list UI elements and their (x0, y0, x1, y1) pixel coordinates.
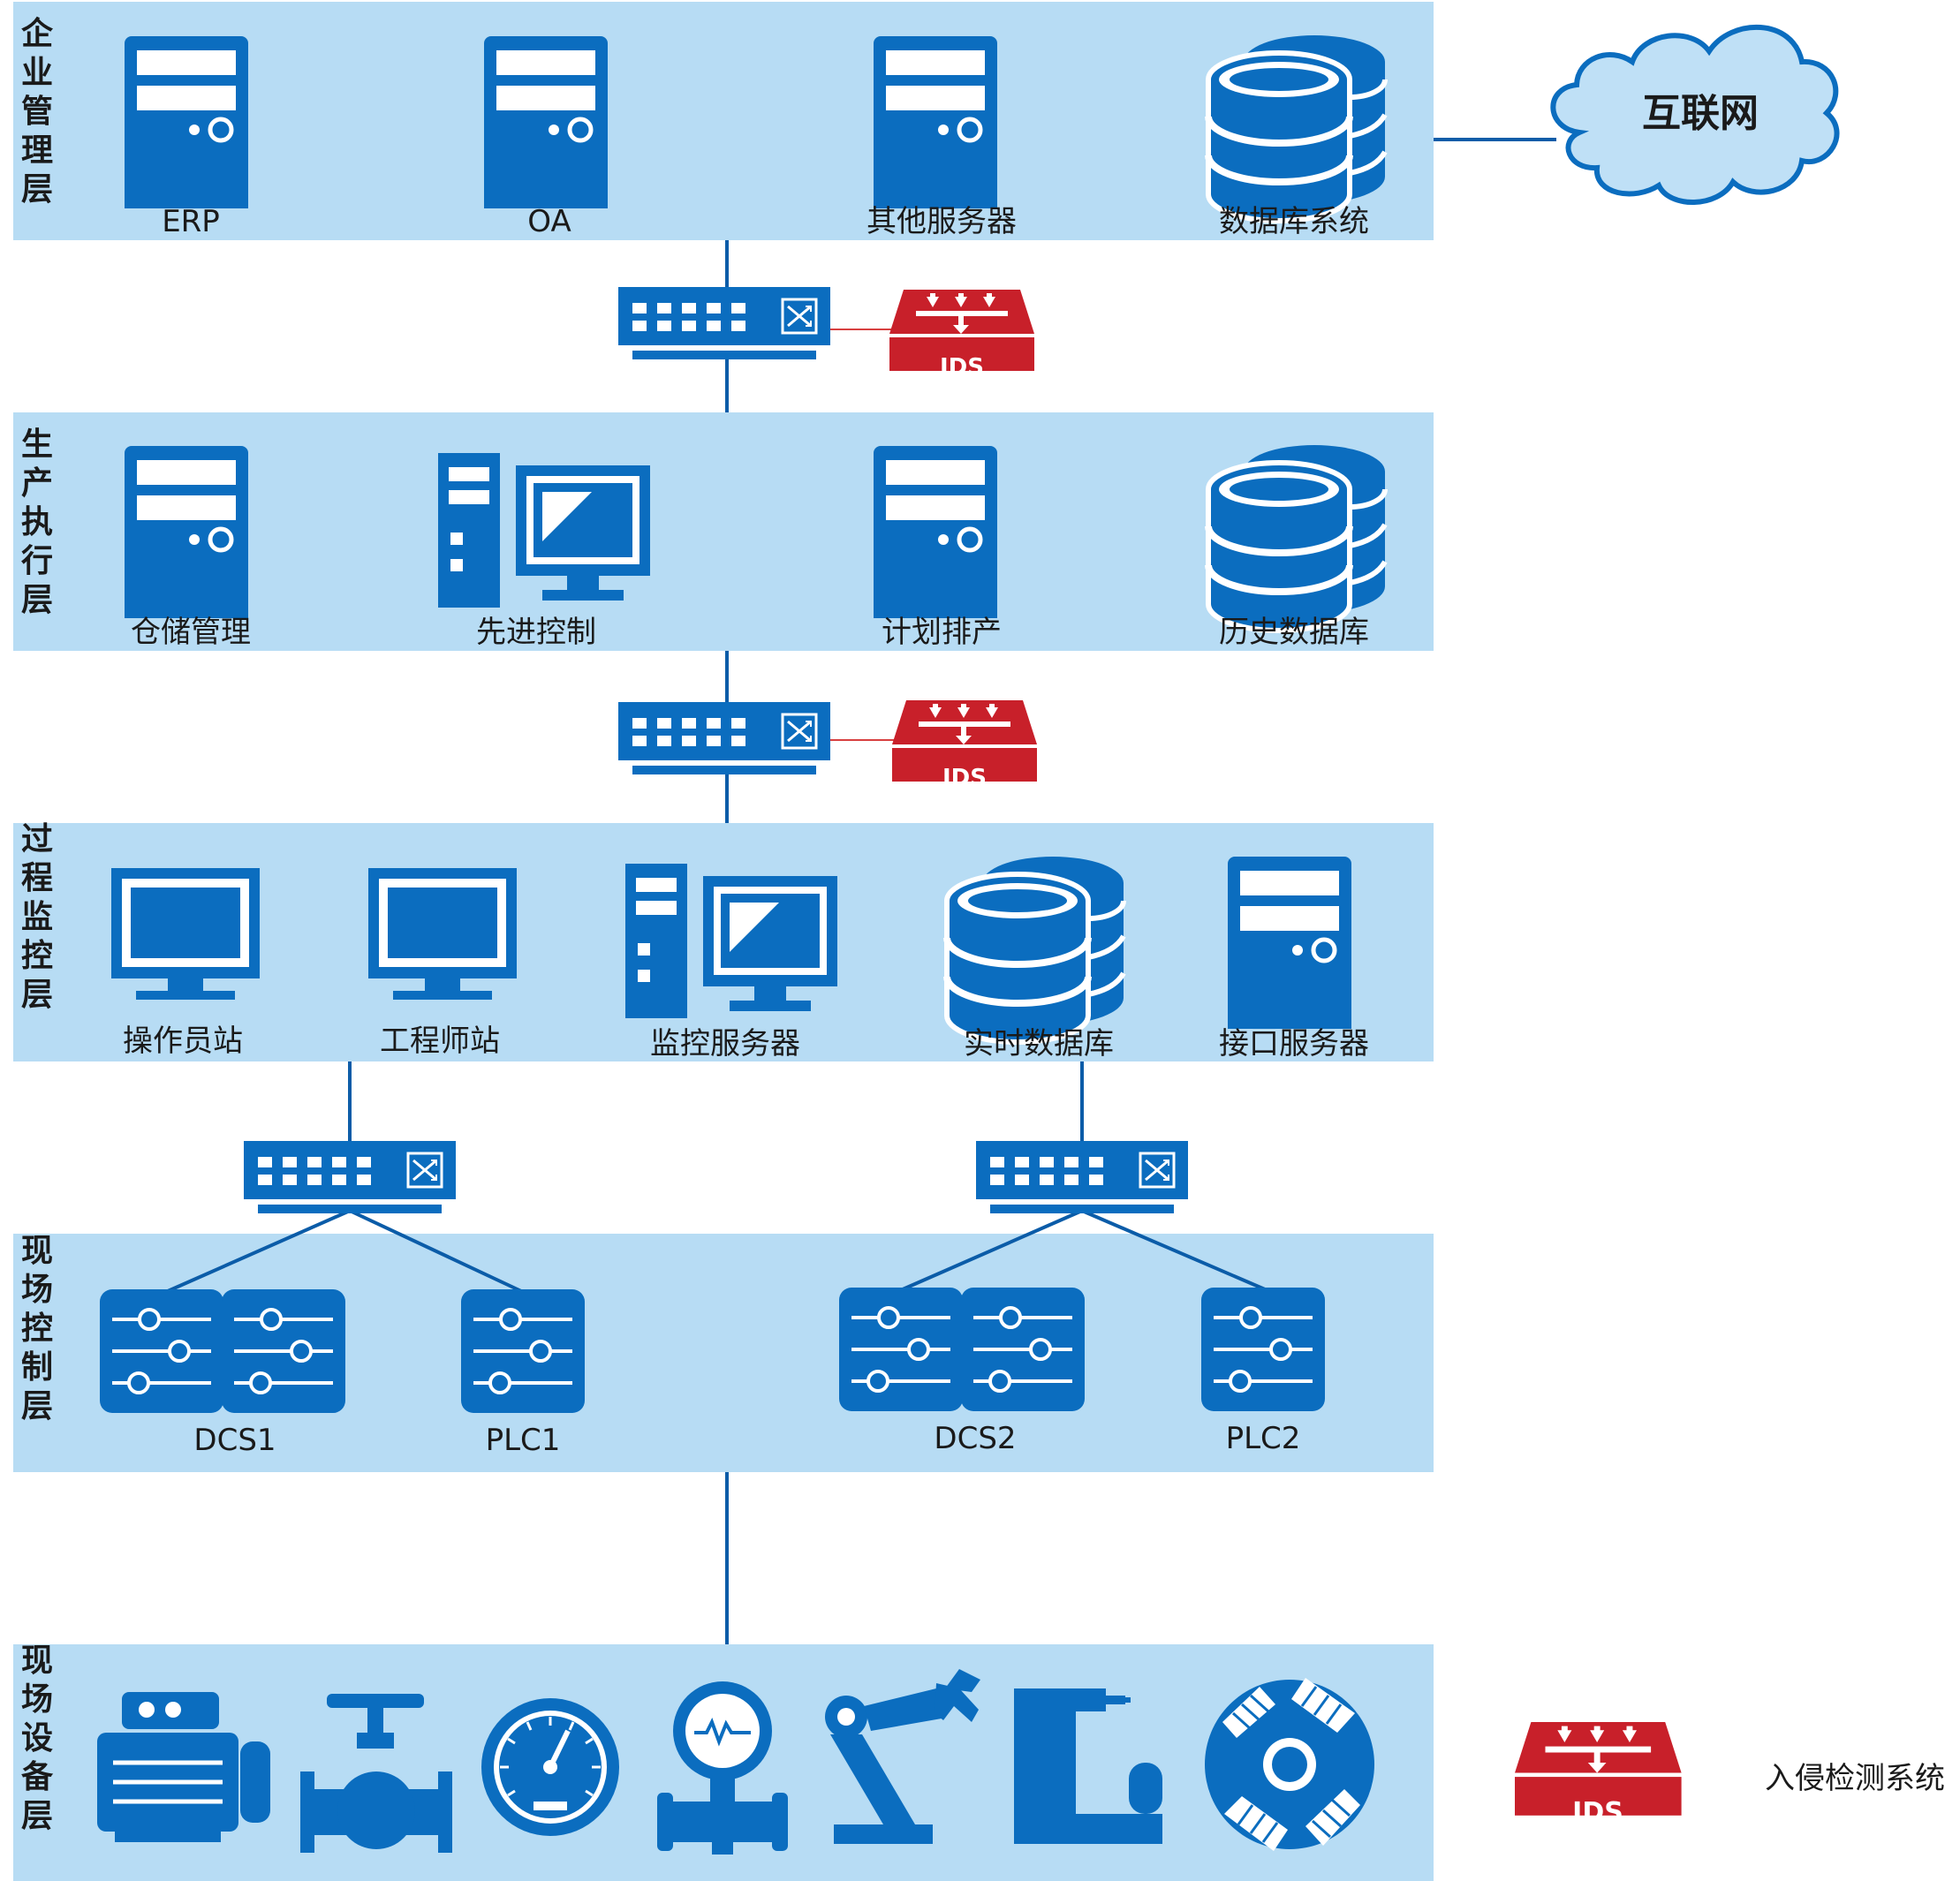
realtime-database-icon (947, 857, 1124, 1042)
layer-title-field-control: 现场控制层 (21, 1233, 53, 1424)
motor-icon (97, 1692, 270, 1842)
history-database-icon (1208, 445, 1385, 631)
other-server-icon (874, 36, 997, 208)
layer-title-enterprise: 企业管理层 (21, 15, 54, 208)
dcs1-label: DCS1 (193, 1423, 276, 1458)
legend-ids-label: 入侵检测系统 (1765, 1761, 1945, 1796)
switch-icon-2 (617, 700, 832, 776)
scheduling-server-icon (874, 446, 997, 618)
plc1-label: PLC1 (486, 1423, 561, 1458)
scheduling-label: 计划排产 (882, 615, 1002, 650)
realtime-db-label: 实时数据库 (964, 1026, 1114, 1061)
erp-label: ERP (162, 204, 220, 239)
advanced-control-label: 先进控制 (476, 615, 596, 650)
pressure-transmitter-icon (657, 1681, 788, 1855)
monitor-server-label: 监控服务器 (650, 1026, 800, 1061)
other-servers-label: 其他服务器 (866, 204, 1017, 239)
interface-server-label: 接口服务器 (1219, 1026, 1369, 1061)
gauge-icon (481, 1698, 619, 1836)
history-db-label: 历史数据库 (1219, 615, 1369, 650)
layer-title-field-device: 现场设备层 (21, 1643, 54, 1834)
switch-icon-1 (617, 285, 832, 361)
dcs2-controller-icon-b (959, 1286, 1086, 1413)
database-system-label: 数据库系统 (1219, 204, 1369, 239)
machine-tool-icon (1014, 1688, 1162, 1844)
cloud-icon: 互联网 (1550, 24, 1840, 205)
robot-arm-icon (825, 1669, 980, 1844)
dcs2-label: DCS2 (934, 1421, 1016, 1456)
database-system-icon (1208, 35, 1385, 221)
production-layer-band (13, 412, 1434, 651)
warehouse-server-icon (125, 446, 248, 618)
oa-label: OA (527, 204, 571, 239)
switch-icon-3 (242, 1139, 458, 1215)
dcs1-controller-icon-b (220, 1288, 347, 1415)
operator-station-label: 操作员站 (123, 1024, 243, 1059)
plc2-controller-icon (1199, 1286, 1327, 1413)
ids-links (829, 329, 895, 741)
dcs1-controller-icon-a (98, 1288, 225, 1415)
fan-icon (1205, 1678, 1374, 1851)
layer-title-production: 生产执行层 (21, 427, 53, 618)
dcs2-controller-icon-a (837, 1286, 965, 1413)
connection-lines (167, 138, 1556, 1644)
internet-label: 互联网 (1642, 91, 1759, 136)
valve-icon (300, 1694, 452, 1853)
layer-title-process: 过程监控层 (21, 821, 53, 1013)
erp-server-icon (125, 36, 248, 208)
engineer-station-label: 工程师站 (380, 1024, 500, 1059)
ids-badge-2: IDS (942, 765, 987, 791)
plc1-controller-icon (459, 1288, 586, 1415)
plc2-label: PLC2 (1226, 1421, 1301, 1456)
interface-server-icon (1228, 857, 1351, 1029)
warehouse-label: 仓储管理 (131, 615, 251, 650)
switch-icon-4 (974, 1139, 1190, 1215)
oa-server-icon (484, 36, 608, 208)
enterprise-layer-band (13, 2, 1434, 240)
ids-badge-1: IDS (940, 354, 984, 381)
legend-ids-badge: IDS (1572, 1797, 1623, 1828)
